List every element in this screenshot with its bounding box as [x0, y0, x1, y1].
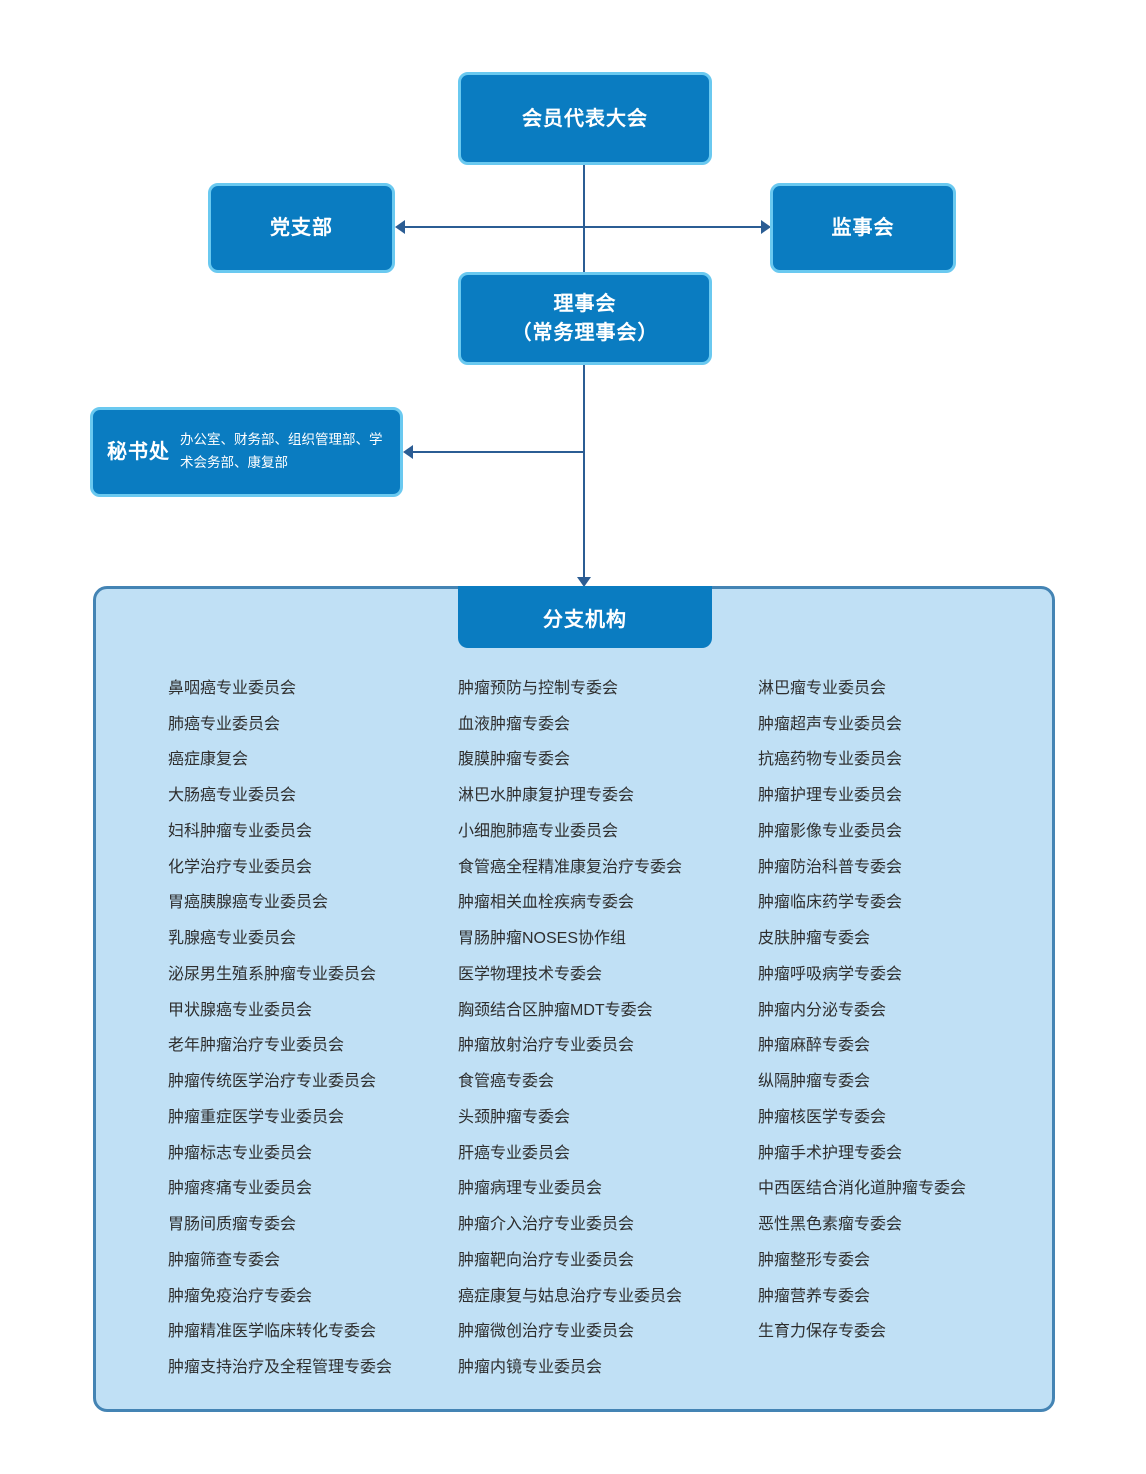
committee-item: 抗癌药物专业委员会	[758, 751, 903, 769]
committee-item: 肝癌专业委员会	[458, 1144, 571, 1162]
secretariat-departments: 办公室、财务部、组织管理部、学术会务部、康复部	[180, 432, 383, 470]
committee-item: 甲状腺癌专业委员会	[168, 1001, 313, 1019]
committee-item: 小细胞肺癌专业委员会	[458, 822, 619, 840]
node-label-line1: 理事会	[553, 292, 617, 315]
committee-item: 肿瘤疼痛专业委员会	[168, 1180, 313, 1198]
committee-item: 癌症康复会	[168, 751, 249, 769]
committee-column-1: 鼻咽癌专业委员会肺癌专业委员会癌症康复会大肠癌专业委员会妇科肿瘤专业委员会化学治…	[168, 668, 392, 1383]
secretariat-title: 秘书处	[107, 441, 170, 463]
node-label: 监事会	[831, 217, 895, 239]
node-secretariat: 秘书处 办公室、财务部、组织管理部、学术会务部、康复部	[90, 407, 403, 497]
committee-item: 乳腺癌专业委员会	[168, 930, 297, 948]
committee-item: 鼻咽癌专业委员会	[168, 679, 297, 697]
node-label: 会员代表大会	[522, 107, 648, 130]
committee-item: 肿瘤防治科普专委会	[758, 858, 903, 876]
arrowhead-down-icon	[577, 577, 591, 587]
committee-item: 肿瘤麻醉专委会	[758, 1037, 871, 1055]
branches-title: 分支机构	[543, 608, 627, 631]
committee-item: 肿瘤呼吸病学专委会	[758, 965, 903, 983]
committee-item: 胃癌胰腺癌专业委员会	[168, 894, 329, 912]
committee-item: 肿瘤预防与控制专委会	[458, 679, 619, 697]
committee-item: 食管癌全程精准康复治疗专委会	[458, 858, 683, 876]
committee-item: 胃肠肿瘤NOSES协作组	[458, 930, 627, 948]
committee-item: 肿瘤影像专业委员会	[758, 822, 903, 840]
committee-item: 肿瘤微创治疗专业委员会	[458, 1323, 635, 1341]
committee-item: 腹膜肿瘤专委会	[458, 751, 571, 769]
committee-item: 大肠癌专业委员会	[168, 787, 297, 805]
connector-council-to-branches	[583, 365, 585, 581]
committee-item: 老年肿瘤治疗专业委员会	[168, 1037, 345, 1055]
committee-item: 肿瘤重症医学专业委员会	[168, 1108, 345, 1126]
committee-item: 食管癌专委会	[458, 1073, 555, 1091]
committee-item: 肿瘤免疫治疗专委会	[168, 1287, 313, 1305]
committee-item: 淋巴水肿康复护理专委会	[458, 787, 635, 805]
committee-item: 头颈肿瘤专委会	[458, 1108, 571, 1126]
committee-item: 肿瘤手术护理专委会	[758, 1144, 903, 1162]
node-council: 理事会 （常务理事会）	[458, 272, 712, 365]
committee-item: 肿瘤整形专委会	[758, 1251, 871, 1269]
committee-item: 泌尿男生殖系肿瘤专业委员会	[168, 965, 377, 983]
committee-item: 皮肤肿瘤专委会	[758, 930, 871, 948]
connector-to-secretariat	[410, 451, 585, 453]
connector-party-to-supervisor	[402, 226, 764, 228]
committee-item: 妇科肿瘤专业委员会	[168, 822, 313, 840]
node-member-assembly: 会员代表大会	[458, 72, 712, 165]
committee-item: 血液肿瘤专委会	[458, 715, 571, 733]
committee-item: 肿瘤标志专业委员会	[168, 1144, 313, 1162]
node-label-line2: （常务理事会）	[511, 321, 659, 344]
committee-item: 肿瘤超声专业委员会	[758, 715, 903, 733]
committee-item: 肿瘤精准医学临床转化专委会	[168, 1323, 377, 1341]
committee-item: 肿瘤相关血栓疾病专委会	[458, 894, 635, 912]
committee-column-2: 肿瘤预防与控制专委会血液肿瘤专委会腹膜肿瘤专委会淋巴水肿康复护理专委会小细胞肺癌…	[458, 668, 682, 1383]
committee-item: 肿瘤营养专委会	[758, 1287, 871, 1305]
committee-item: 胸颈结合区肿瘤MDT专委会	[458, 1001, 653, 1019]
committee-item: 生育力保存专委会	[758, 1323, 887, 1341]
committee-item: 肿瘤筛查专委会	[168, 1251, 281, 1269]
committee-item: 癌症康复与姑息治疗专业委员会	[458, 1287, 683, 1305]
committee-item: 肿瘤介入治疗专业委员会	[458, 1216, 635, 1234]
committee-item: 肺癌专业委员会	[168, 715, 281, 733]
branches-container: 分支机构 鼻咽癌专业委员会肺癌专业委员会癌症康复会大肠癌专业委员会妇科肿瘤专业委…	[93, 586, 1055, 1412]
arrowhead-right-icon	[761, 220, 771, 234]
committee-item: 化学治疗专业委员会	[168, 858, 313, 876]
committee-item: 肿瘤临床药学专委会	[758, 894, 903, 912]
committee-item: 医学物理技术专委会	[458, 965, 603, 983]
committee-item: 肿瘤靶向治疗专业委员会	[458, 1251, 635, 1269]
node-supervisory-board: 监事会	[770, 183, 956, 273]
committee-item: 肿瘤内镜专业委员会	[458, 1359, 603, 1377]
committee-item: 肿瘤传统医学治疗专业委员会	[168, 1073, 377, 1091]
committee-item: 肿瘤放射治疗专业委员会	[458, 1037, 635, 1055]
connector-top-to-council	[583, 165, 585, 273]
node-label: 党支部	[270, 217, 333, 239]
committee-item: 肿瘤支持治疗及全程管理专委会	[168, 1359, 393, 1377]
committee-item: 纵隔肿瘤专委会	[758, 1073, 871, 1091]
committee-item: 胃肠间质瘤专委会	[168, 1216, 297, 1234]
committee-item: 肿瘤核医学专委会	[758, 1108, 887, 1126]
committee-column-3: 淋巴瘤专业委员会肿瘤超声专业委员会抗癌药物专业委员会肿瘤护理专业委员会肿瘤影像专…	[758, 668, 966, 1347]
committee-item: 肿瘤病理专业委员会	[458, 1180, 603, 1198]
arrowhead-left-icon	[395, 220, 405, 234]
arrowhead-left-icon	[403, 445, 413, 459]
committee-item: 肿瘤护理专业委员会	[758, 787, 903, 805]
branches-header: 分支机构	[458, 586, 712, 648]
committee-item: 肿瘤内分泌专委会	[758, 1001, 887, 1019]
node-party-branch: 党支部	[208, 183, 395, 273]
committee-item: 中西医结合消化道肿瘤专委会	[758, 1180, 967, 1198]
committee-item: 淋巴瘤专业委员会	[758, 679, 887, 697]
committee-item: 恶性黑色素瘤专委会	[758, 1216, 903, 1234]
